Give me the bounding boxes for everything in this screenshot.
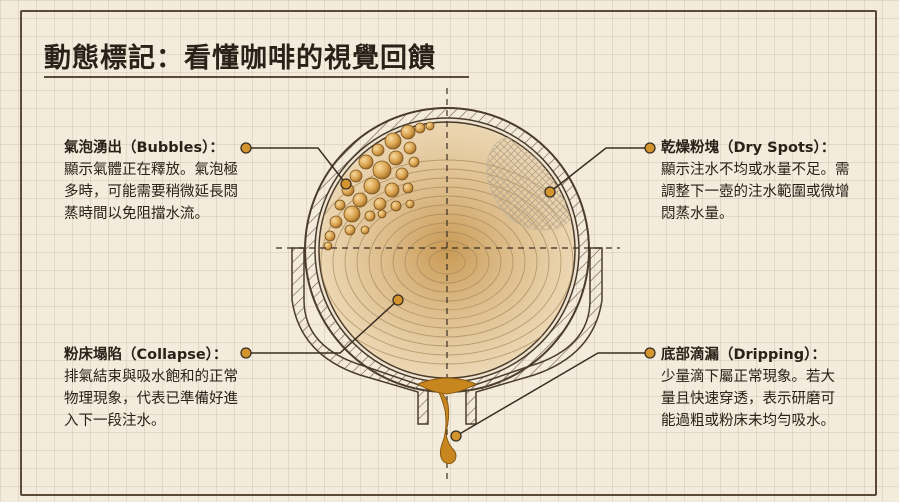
- annotation-dripping-heading: 底部滴漏（Dripping）：: [661, 347, 826, 363]
- title-underline: [44, 76, 469, 78]
- drip-stream: [436, 387, 457, 465]
- annotation-dry-spots: 乾燥粉塊（Dry Spots）： 顯示注水不均或水量不足。需調整下一壺的注水範圍…: [661, 137, 861, 225]
- marker-bubbles-target: [340, 178, 352, 190]
- marker-collapse-target: [392, 294, 404, 306]
- marker-dry-target: [544, 186, 556, 198]
- marker-drip-label: [644, 347, 656, 359]
- marker-bubbles-label: [240, 142, 252, 154]
- annotation-collapse: 粉床塌陷（Collapse）： 排氣結束與吸水飽和的正常物理現象，代表已準備好進…: [64, 344, 250, 432]
- dripper-base: [291, 247, 429, 425]
- marker-drip-target: [450, 430, 462, 442]
- marker-collapse-label: [240, 347, 252, 359]
- annotation-dripping-text: 少量滴下屬正常現象。若大量且快速穿透，表示研磨可能過粗或粉床未均勻吸水。: [661, 369, 835, 429]
- annotation-bubbles: 氣泡湧出（Bubbles）： 顯示氣體正在釋放。氣泡極多時，可能需要稍微延長悶蒸…: [64, 137, 244, 225]
- annotation-collapse-heading: 粉床塌陷（Collapse）：: [64, 347, 228, 363]
- annotation-dry-spots-text: 顯示注水不均或水量不足。需調整下一壺的注水範圍或微增悶蒸水量。: [661, 162, 850, 222]
- center-crosshair: [276, 88, 620, 480]
- marker-dry-label: [644, 142, 656, 154]
- annotation-bubbles-text: 顯示氣體正在釋放。氣泡極多時，可能需要稍微延長悶蒸時間以免阻擋水流。: [64, 162, 238, 222]
- bubble-cluster: [323, 121, 435, 251]
- annotation-collapse-text: 排氣結束與吸水飽和的正常物理現象，代表已準備好進入下一段注水。: [64, 369, 238, 429]
- annotation-bubbles-heading: 氣泡湧出（Bubbles）：: [64, 140, 224, 156]
- diagram-frame: [20, 10, 877, 496]
- annotation-dry-spots-heading: 乾燥粉塊（Dry Spots）：: [661, 140, 836, 156]
- annotation-markers: [240, 142, 656, 442]
- leader-lines: [248, 147, 648, 437]
- annotation-dripping: 底部滴漏（Dripping）： 少量滴下屬正常現象。若大量且快速穿透，表示研磨可…: [661, 344, 839, 432]
- page-title: 動態標記：看懂咖啡的視覺回饋: [44, 43, 436, 74]
